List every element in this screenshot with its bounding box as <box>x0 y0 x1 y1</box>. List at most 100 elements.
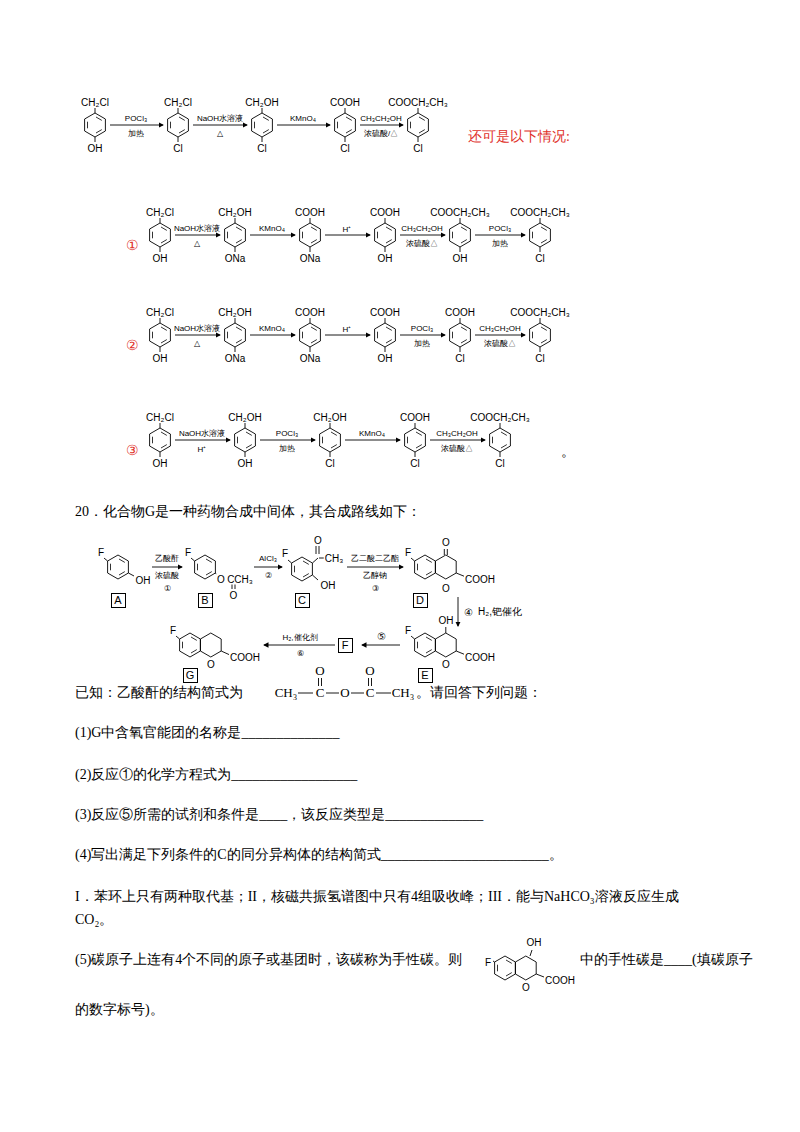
reagent-label: 加热 <box>128 128 144 139</box>
reagent-label: CH₃CH₂OH <box>436 429 477 438</box>
chem-label: OH <box>87 143 104 154</box>
reagent-label: 乙二酸二乙酯 <box>351 553 399 564</box>
route-number: ③ <box>126 442 139 459</box>
chem-label: F <box>97 547 105 558</box>
reagent-label: 加热 <box>414 338 430 349</box>
chem-label: CH₂Cl <box>80 97 110 108</box>
compound-label-box: D <box>413 593 428 608</box>
chem-label: COOH <box>464 652 496 663</box>
reagent-label: H⁺ <box>343 323 352 334</box>
chem-label: O <box>313 535 323 546</box>
question-text: 20．化合物G是一种药物合成中间体，其合成路线如下： <box>75 503 421 521</box>
reagent-label: 浓硫酸△ <box>406 238 438 249</box>
chem-label: O <box>229 590 239 601</box>
chem-label: COOH <box>229 652 261 663</box>
chem-label: O <box>206 659 216 670</box>
formula-atom: CH₃ <box>275 685 298 701</box>
reagent-label: ② <box>265 571 272 580</box>
reagent-label: H⁺ <box>198 443 207 454</box>
reagent-label: NaOH水溶液 <box>174 323 220 334</box>
chem-label: Cl <box>412 143 423 154</box>
chem-label: OH <box>152 353 169 364</box>
reagent-label: AlCl₃ <box>259 554 277 563</box>
reagent-label: ⑥ <box>297 649 304 658</box>
chem-label: Cl <box>256 143 267 154</box>
reagent-label: KMnO₄ <box>259 324 285 333</box>
compound-letter: D <box>416 595 424 606</box>
chem-label: H₂,钯催化 <box>477 605 523 619</box>
reagent-label: 浓硫酸△ <box>484 338 516 349</box>
chem-label: OH <box>237 458 254 469</box>
chem-label: OH <box>152 458 169 469</box>
chem-label: COOH <box>444 307 476 318</box>
chem-label: COOH <box>294 307 326 318</box>
reagent-label: H⁺ <box>343 223 352 234</box>
chem-label: CH₂OH <box>227 412 262 423</box>
reagent-label: NaOH水溶液 <box>197 113 243 124</box>
chem-label: Cl <box>534 353 545 364</box>
reagent-label: △ <box>217 129 223 138</box>
reagent-label: NaOH水溶液 <box>179 428 225 439</box>
question-text: (5)碳原子上连有4个不同的原子或基团时，该碳称为手性碳。则 <box>75 951 462 969</box>
route-number: ② <box>126 337 139 354</box>
reagent-label: CH₃CH₂OH <box>360 114 401 123</box>
chem-label: ONa <box>224 253 247 264</box>
chem-label: COOH <box>329 97 361 108</box>
compound-label-box: A <box>111 593 126 608</box>
reagent-label: ③ <box>372 584 379 593</box>
reagent-label: POCl₃ <box>276 429 298 438</box>
chem-label: COOH <box>399 412 431 423</box>
chem-label: CH₂OH <box>217 307 252 318</box>
reagent-label: 浓硫酸 <box>155 570 179 581</box>
red-note: 还可是以下情况: <box>468 128 570 146</box>
punctuation: 。 <box>561 443 575 461</box>
reagent-label: 乙醇钠 <box>363 570 387 581</box>
chem-label: O <box>441 583 451 594</box>
chem-label: Cl <box>534 253 545 264</box>
chem-label: ④ <box>463 607 474 618</box>
chem-label: CH₂OH <box>244 97 279 108</box>
compound-label-box: F <box>338 638 353 653</box>
chem-label: COOH <box>369 307 401 318</box>
chem-label: OH <box>377 253 394 264</box>
compound-letter: A <box>114 595 121 606</box>
reagent-label: 浓硫酸△ <box>441 443 473 454</box>
chem-label: CCH₃ <box>226 574 254 585</box>
chem-label: Cl <box>172 143 183 154</box>
chem-label: COOH <box>464 574 496 585</box>
chem-label: CH₂Cl <box>145 207 175 218</box>
compound-label-box: G <box>183 668 198 683</box>
reagent-label: KMnO₄ <box>359 429 385 438</box>
compound-letter: C <box>298 595 306 606</box>
reagent-label: POCl₃ <box>489 224 511 233</box>
chem-label: F <box>281 548 289 559</box>
reagent-label: 乙酸酐 <box>155 553 179 564</box>
chem-label: ONa <box>224 353 247 364</box>
chem-label: COOCH₂CH₃ <box>509 207 571 218</box>
compound-letter: B <box>201 595 208 606</box>
chem-label: Cl <box>494 458 505 469</box>
chem-label: OH <box>526 937 543 948</box>
chem-label: CH₂OH <box>312 412 347 423</box>
question-text: 的数字标号)。 <box>75 1001 164 1019</box>
chem-label: ⑤ <box>376 631 387 642</box>
formula-atom: C <box>316 685 325 701</box>
reagent-label: KMnO₄ <box>259 224 285 233</box>
question-text: (4)写出满足下列条件的C的同分异构体的结构简式________________… <box>75 846 563 864</box>
reagent-label: △ <box>194 239 200 248</box>
question-text: (3)反应⑤所需的试剂和条件是____，该反应类型是______________ <box>75 806 483 824</box>
chem-label: COOH <box>544 975 576 986</box>
reagent-label: ① <box>164 584 171 593</box>
formula-atom: O <box>315 663 324 679</box>
chem-label: CH₂Cl <box>163 97 193 108</box>
question-text: I．苯环上只有两种取代基；II，核磁共振氢谱图中只有4组吸收峰；III．能与Na… <box>75 888 679 906</box>
chem-label: F <box>404 625 412 636</box>
chem-label: COOCH₂CH₃ <box>469 412 531 423</box>
chem-label: OH <box>452 253 469 264</box>
chem-label: Cl <box>409 458 420 469</box>
question-text: 。请回答下列问题： <box>416 684 542 702</box>
formula-atom: O <box>340 685 349 701</box>
question-text: 中的手性碳是____(填碳原子 <box>580 951 753 969</box>
formula-atom: O <box>365 663 374 679</box>
